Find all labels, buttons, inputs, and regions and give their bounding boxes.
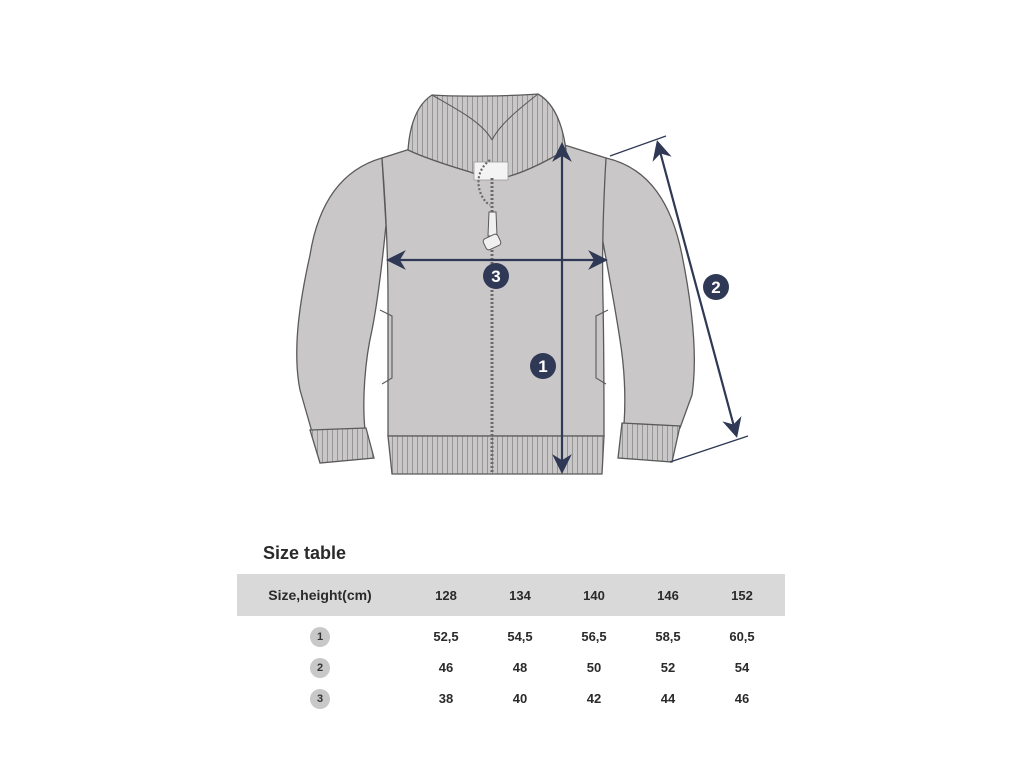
row-values: 52,5 54,5 56,5 58,5 60,5 (409, 629, 779, 644)
size-table: Size,height(cm) 128 134 140 146 152 1 52,5 54,… (237, 574, 785, 714)
left-cuff (309, 427, 375, 464)
jacket-collar (407, 93, 567, 181)
measure-badge-1: 1 (530, 353, 556, 379)
table-cell: 52,5 (433, 629, 459, 644)
hem-band (387, 435, 605, 475)
table-cell: 48 (512, 660, 528, 675)
left-sleeve (296, 157, 387, 433)
table-cell: 56,5 (581, 629, 607, 644)
right-sleeve (599, 157, 696, 429)
table-cell: 60,5 (729, 629, 755, 644)
table-cell: 44 (660, 691, 676, 706)
svg-text:3: 3 (491, 267, 500, 286)
measure-guide-bottom (669, 435, 749, 463)
table-row: 2 46 48 50 52 54 (237, 652, 785, 683)
header-label: Size,height(cm) (268, 587, 372, 603)
table-cell: 54,5 (507, 629, 533, 644)
row-badge: 3 (310, 688, 330, 709)
table-row: 1 52,5 54,5 56,5 58,5 60,5 (237, 621, 785, 652)
left-pocket (379, 309, 393, 385)
row-badge: 2 (310, 657, 330, 678)
table-cell: 54 (734, 660, 750, 675)
svg-text:2: 2 (711, 278, 720, 297)
table-cell: 52 (660, 660, 676, 675)
right-cuff (617, 422, 681, 463)
table-cell: 40 (512, 691, 528, 706)
table-row: 3 38 40 42 44 46 (237, 683, 785, 714)
measure-badge-2: 2 (703, 274, 729, 300)
header-size-152: 152 (731, 587, 753, 603)
measure-guide-top (609, 135, 667, 157)
row-values: 46 48 50 52 54 (409, 660, 779, 675)
jacket-illustration: 1 2 3 (296, 93, 749, 475)
table-cell: 46 (438, 660, 454, 675)
header-sizes: 128 134 140 146 152 (409, 588, 779, 603)
zipper-pull (487, 211, 498, 237)
table-cell: 58,5 (655, 629, 681, 644)
header-size-140: 140 (583, 587, 605, 603)
table-cell: 50 (586, 660, 602, 675)
right-pocket (595, 309, 609, 385)
size-table-header: Size,height(cm) 128 134 140 146 152 (237, 574, 785, 616)
svg-text:1: 1 (538, 357, 547, 376)
row-values: 38 40 42 44 46 (409, 691, 779, 706)
table-cell: 46 (734, 691, 750, 706)
measure-badge-3: 3 (483, 263, 509, 289)
measure-line-2 (652, 140, 742, 438)
header-size-146: 146 (657, 587, 679, 603)
size-table-body: 1 52,5 54,5 56,5 58,5 60,5 2 46 48 50 52 54 3 38 40 42 4… (237, 621, 785, 714)
header-size-134: 134 (509, 587, 531, 603)
table-cell: 38 (438, 691, 454, 706)
row-badge: 1 (310, 626, 330, 647)
table-cell: 42 (586, 691, 602, 706)
header-size-128: 128 (435, 587, 457, 603)
size-table-title: Size table (263, 543, 347, 563)
